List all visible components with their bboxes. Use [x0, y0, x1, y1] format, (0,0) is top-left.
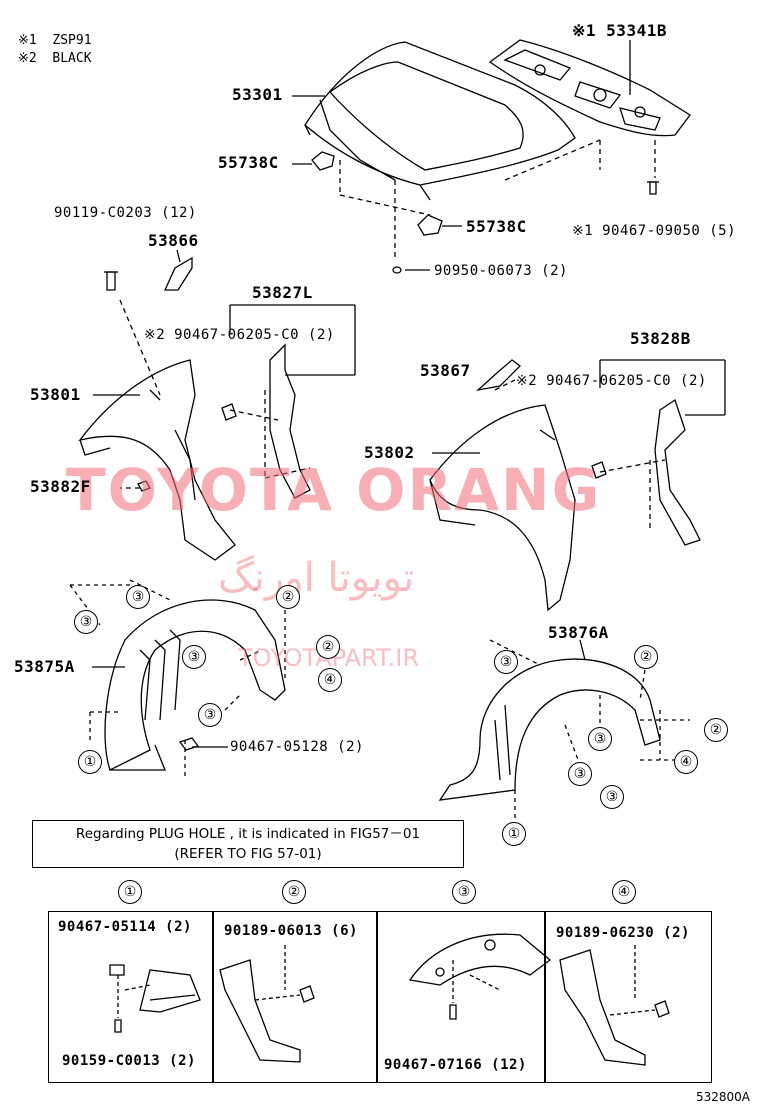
part-label-90119-c0203[interactable]: 90119-C0203 (12)	[54, 205, 197, 221]
detail-1-bottom-part[interactable]: 90159-C0013 (2)	[62, 1053, 196, 1069]
detail-panel-1	[48, 911, 214, 1083]
callout-1: ①	[502, 822, 526, 846]
seal-53827l	[269, 343, 311, 499]
legend-item-1: ※1 ZSP91	[18, 32, 92, 50]
callout-4: ④	[674, 750, 698, 774]
clip-zone-leaders	[69, 579, 690, 820]
legend-mark: ※2	[18, 51, 37, 66]
legend-mark: ※1	[18, 33, 37, 48]
part-label-53341b[interactable]: ※1 53341B	[572, 21, 667, 40]
legend-text: BLACK	[52, 51, 92, 66]
part-label-53827l[interactable]: 53827L	[252, 283, 313, 302]
callout-2: ②	[316, 635, 340, 659]
detail-panel-3	[376, 911, 546, 1083]
callout-2: ②	[634, 645, 658, 669]
part-label-55738c-a[interactable]: 55738C	[218, 153, 279, 172]
detail-3-bottom-part[interactable]: 90467-07166 (12)	[384, 1057, 527, 1073]
wheel-liner-right-drawing	[438, 658, 661, 801]
detail-2-top-part[interactable]: 90189-06013 (6)	[224, 923, 358, 939]
detail-number-2: ②	[282, 880, 306, 904]
detail-number-4: ④	[612, 880, 636, 904]
watermark-latin: TOYOTA ORANG	[66, 456, 602, 524]
detail-number-1: ①	[118, 880, 142, 904]
watermark-persian: تویوتا اورنگ	[218, 555, 415, 601]
part-label-53828b[interactable]: 53828B	[630, 329, 691, 348]
seal-53828b	[654, 398, 701, 546]
part-label-53875a[interactable]: 53875A	[14, 657, 75, 676]
part-label-90467-09050[interactable]: ※1 90467-09050 (5)	[572, 223, 737, 239]
callout-3: ③	[588, 727, 612, 751]
hood-insulator-drawing	[488, 39, 691, 137]
part-label-53301[interactable]: 53301	[232, 85, 283, 104]
callout-3: ③	[494, 650, 518, 674]
callout-3: ③	[126, 585, 150, 609]
callout-3: ③	[600, 785, 624, 809]
detail-1-top-part[interactable]: 90467-05114 (2)	[58, 919, 192, 935]
clip-drawings	[104, 151, 659, 751]
part-label-90467-05128[interactable]: 90467-05128 (2)	[230, 739, 364, 755]
part-label-53801[interactable]: 53801	[30, 385, 81, 404]
part-label-90467-06205-left[interactable]: ※2 90467-06205-C0 (2)	[144, 327, 335, 343]
part-label-53867[interactable]: 53867	[420, 361, 471, 380]
part-label-90467-06205-right[interactable]: ※2 90467-06205-C0 (2)	[516, 373, 707, 389]
note-line-1: Regarding PLUG HOLE , it is indicated in…	[75, 826, 421, 842]
detail-4-top-part[interactable]: 90189-06230 (2)	[556, 925, 690, 941]
part-label-55738c-b[interactable]: 55738C	[466, 217, 527, 236]
bracket-53867	[475, 359, 521, 392]
legend-item-2: ※2 BLACK	[18, 50, 92, 68]
callout-1: ①	[78, 750, 102, 774]
label-leaders	[92, 40, 726, 748]
callout-2: ②	[276, 585, 300, 609]
part-label-53876a[interactable]: 53876A	[548, 623, 609, 642]
fender-right-drawing	[429, 404, 576, 612]
callout-3: ③	[568, 762, 592, 786]
callout-4: ④	[318, 668, 342, 692]
fender-left-drawing	[78, 359, 236, 561]
callout-3: ③	[74, 610, 98, 634]
bracket-53866	[163, 256, 193, 291]
detail-panel-4	[544, 911, 712, 1083]
part-label-90950-06073[interactable]: 90950-06073 (2)	[434, 263, 568, 279]
hood-drawing	[304, 41, 576, 201]
plug-hole-note: Regarding PLUG HOLE , it is indicated in…	[32, 820, 464, 868]
callout-2: ②	[704, 718, 728, 742]
wheel-liner-left-drawing	[104, 599, 286, 771]
part-label-53882f[interactable]: 53882F	[30, 477, 91, 496]
legend-text: ZSP91	[52, 33, 92, 48]
part-label-53802[interactable]: 53802	[364, 443, 415, 462]
callout-3: ③	[182, 645, 206, 669]
callout-3: ③	[198, 703, 222, 727]
detail-drawings	[109, 933, 670, 1066]
diagram-code: 532800A	[695, 1090, 750, 1104]
detail-number-3: ③	[452, 880, 476, 904]
part-label-53866[interactable]: 53866	[148, 231, 199, 250]
note-line-2: (REFER TO FIG 57-01)	[174, 846, 322, 862]
detail-panel-2	[212, 911, 378, 1083]
